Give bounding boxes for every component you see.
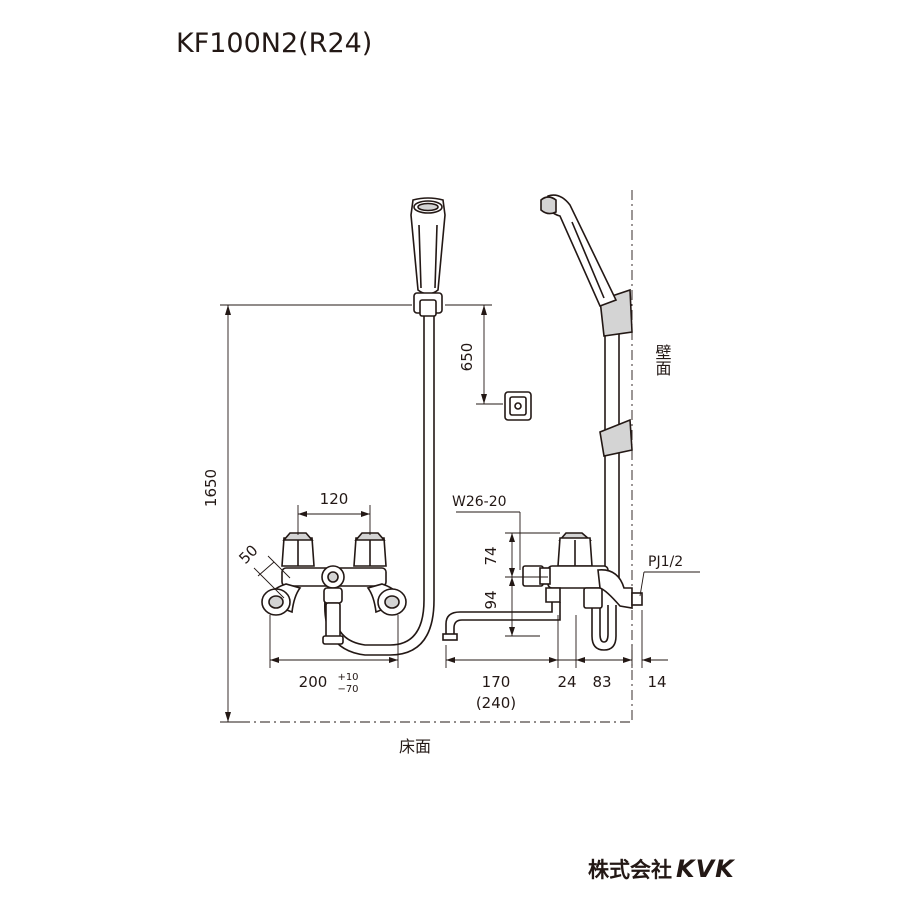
dim-handle-angle-label: 50 [235,541,261,567]
side-view: W26-20 PJ1/2 74 94 [442,190,700,722]
brand-company: 株式会社 [588,858,672,882]
faucet-body-front [261,532,407,645]
holder-detail [445,304,532,421]
shower-head-side [540,194,618,308]
leader-thread [456,511,521,570]
dim-pitch [269,615,399,668]
brand-logo: 株式会社 KVK [588,854,735,884]
leader-pipe [639,571,700,597]
wall-label: 壁面 [653,343,672,376]
brand-logo-text: KVK [676,855,735,883]
dim-handle-spacing [297,505,371,535]
front-view: 1650 120 50 200 +10 −70 [202,197,446,723]
dim-pitch-tol-upper: +10 [337,672,358,683]
pipe-label: PJ1/2 [648,554,683,570]
dim-depth-a-label: 24 [557,673,576,691]
dim-overall-height-label: 1650 [202,469,220,507]
thread-label: W26-20 [452,494,507,510]
page-title: KF100N2(R24) [176,28,373,59]
shower-holder-front [413,292,443,317]
dim-handle-angle [253,555,291,599]
floor-label: 床面 [399,737,431,756]
dim-wall-offset-label: 14 [647,673,666,691]
dim-depth-b-label: 83 [592,673,611,691]
dim-horizontal-side [445,610,668,668]
dim-overall-height [220,304,412,723]
dim-handle-height-label: 74 [482,546,500,565]
dim-pitch-label: 200 [299,673,328,691]
dim-pitch-tol-lower: −70 [337,684,358,695]
shower-head-front [410,197,446,295]
dim-holder-drop-label: 650 [458,343,476,372]
dim-handle-spacing-label: 120 [320,490,349,508]
dim-vertical-side [505,532,560,637]
dim-spout-length-alt-label: (240) [476,694,516,712]
dim-spout-length-label: 170 [482,673,511,691]
dim-spout-drop-label: 94 [482,590,500,609]
